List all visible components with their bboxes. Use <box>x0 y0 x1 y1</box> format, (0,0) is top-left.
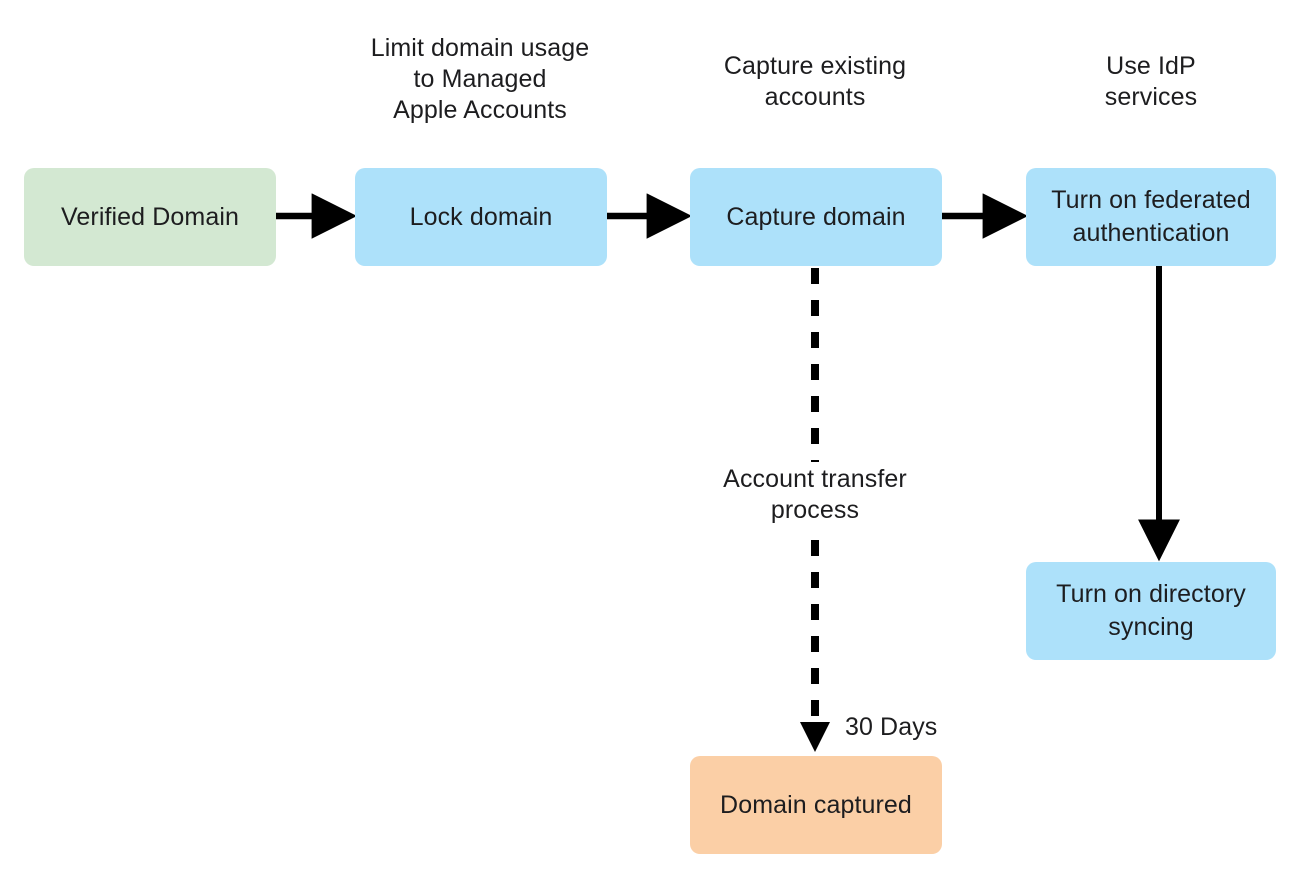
edge-label-account-transfer-process: Account transfer process <box>723 465 907 524</box>
caption-capture-domain: Capture existing accounts <box>723 52 907 111</box>
node-verified-domain[interactable]: Verified Domain <box>24 168 276 266</box>
node-turn-on-directory-syncing[interactable]: Turn on directory syncing <box>1026 562 1276 660</box>
edge-label-thirty-days: 30 Days <box>845 713 938 741</box>
dashed-connector-arrowhead <box>800 722 830 752</box>
node-domain-captured[interactable]: Domain captured <box>690 756 942 854</box>
node-lock-domain[interactable]: Lock domain <box>355 168 607 266</box>
caption-federated-authentication: Use IdP services <box>1104 52 1198 111</box>
node-capture-domain[interactable]: Capture domain <box>690 168 942 266</box>
node-turn-on-federated-authentication[interactable]: Turn on federated authentication <box>1026 168 1276 266</box>
caption-lock-domain: Limit domain usage to Managed Apple Acco… <box>370 34 590 124</box>
